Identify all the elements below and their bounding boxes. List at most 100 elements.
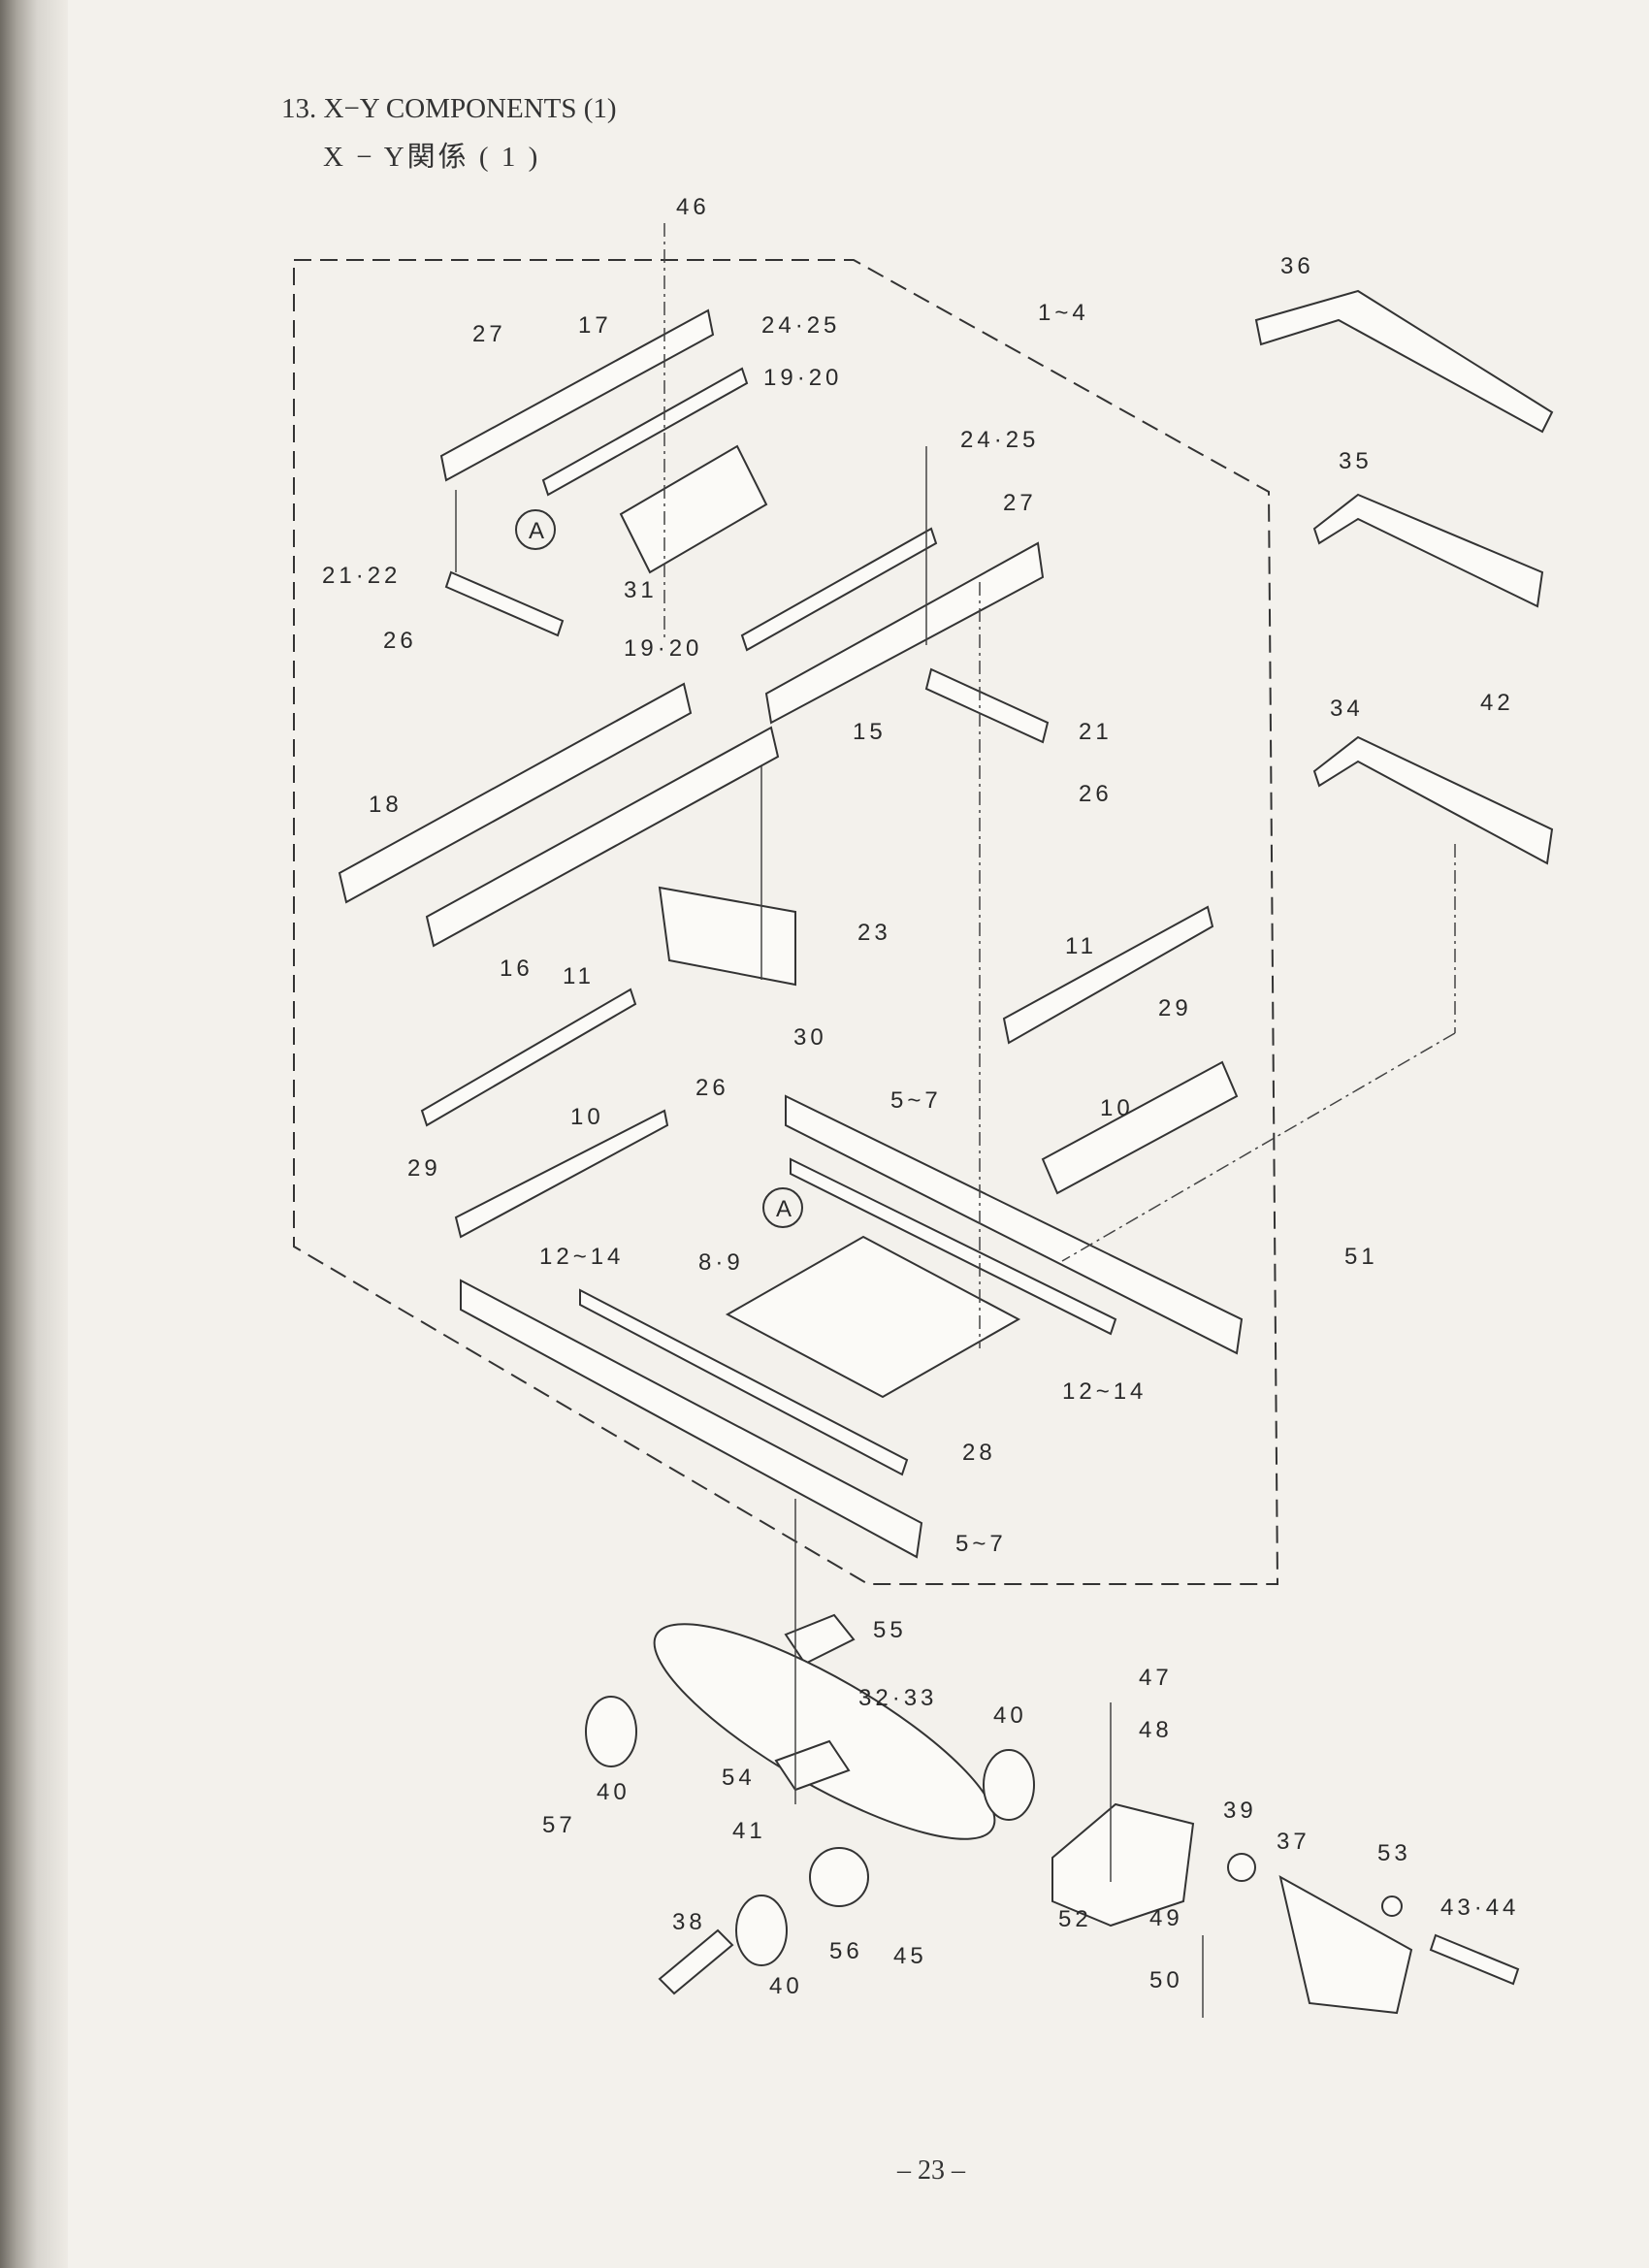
rail-16: [425, 726, 780, 948]
callout: 27: [1003, 490, 1037, 516]
plate-54: [774, 1739, 851, 1792]
detail-marker-a: [515, 509, 556, 550]
page-number: – 23 –: [897, 2155, 965, 2186]
carriage-8-9: [725, 1235, 1021, 1399]
callout: 39: [1223, 1798, 1257, 1824]
screw-43-44: [1429, 1933, 1520, 1986]
bar-10-right: [1041, 1060, 1239, 1195]
callout: 54: [722, 1765, 756, 1791]
rail-5-7-bottom: [460, 1279, 923, 1559]
callout: 49: [1149, 1905, 1183, 1931]
pulley-40-left: [585, 1696, 637, 1767]
callout: 30: [793, 1024, 827, 1051]
rack-19-20: [541, 367, 749, 497]
bracket-34: [1312, 735, 1554, 865]
callout: 21·22: [322, 563, 401, 589]
detail-marker-a: [762, 1187, 803, 1228]
callout: 50: [1149, 1967, 1183, 1993]
pulley-40-bottom: [735, 1895, 788, 1966]
callout: 31: [624, 577, 658, 603]
callout: 16: [500, 956, 534, 982]
callout: 42: [1480, 690, 1514, 716]
section-subtitle-japanese: X − Y関係 ( 1 ): [323, 142, 541, 173]
callout: A: [529, 518, 544, 544]
callout: 48: [1139, 1717, 1173, 1743]
callout: 55: [873, 1617, 907, 1643]
callout: 29: [407, 1155, 441, 1182]
bracket-52: [1051, 1802, 1195, 1928]
washer-53: [1381, 1895, 1403, 1917]
callout: 24·25: [761, 312, 840, 339]
callout: 40: [993, 1702, 1027, 1729]
callout: 53: [1377, 1840, 1411, 1866]
callout: 15: [853, 719, 887, 745]
callout: 1~4: [1038, 300, 1089, 326]
block-31: [619, 444, 768, 574]
callout: 45: [893, 1943, 927, 1969]
shaft-38: [658, 1928, 734, 1995]
callout: 18: [369, 792, 403, 818]
callout: 17: [578, 312, 612, 339]
callout: 24·25: [960, 427, 1039, 453]
callout: 12~14: [539, 1244, 624, 1270]
callout: 23: [857, 920, 891, 946]
callout: 35: [1339, 448, 1373, 474]
rail-18: [338, 682, 693, 904]
pulley-40-mid: [983, 1749, 1035, 1821]
callout: 5~7: [890, 1087, 942, 1114]
callout: 5~7: [955, 1531, 1007, 1557]
bracket-23: [658, 886, 796, 987]
callout: 47: [1139, 1665, 1173, 1691]
rail-17: [439, 308, 715, 482]
callout: 27: [472, 321, 506, 347]
callout: 41: [732, 1818, 766, 1844]
callout: 46: [676, 194, 710, 220]
bracket-35: [1312, 493, 1544, 608]
callout: 32·33: [858, 1685, 937, 1711]
nut-39: [1227, 1853, 1256, 1882]
bracket-21-22: [444, 570, 565, 637]
rack-12-14-right: [790, 1157, 1117, 1336]
bracket-21: [924, 667, 1050, 744]
callout: 56: [829, 1938, 863, 1964]
rack-12-14-left: [579, 1288, 909, 1476]
rack-19-20-b: [740, 527, 938, 652]
callout-labels: 46 27 17 24·25 19·20 1~4 36 24·25 27 A 3…: [322, 194, 1519, 1999]
callout: 38: [672, 1909, 706, 1935]
callout: A: [776, 1196, 792, 1222]
callout: 19·20: [624, 635, 702, 662]
callout: 57: [542, 1812, 576, 1838]
bar-11-right: [1002, 905, 1214, 1045]
callout: 11: [563, 963, 595, 989]
callout: 10: [1100, 1095, 1134, 1121]
section-title: 13. X−Y COMPONENTS (1): [281, 93, 617, 124]
assembly-boundary-dashed: [293, 259, 1279, 1585]
leader-lines: [455, 223, 1456, 2018]
callout: 37: [1277, 1829, 1310, 1855]
callout: 19·20: [763, 365, 842, 391]
callout: 40: [769, 1973, 803, 1999]
callout: 26: [695, 1075, 729, 1101]
callout: 51: [1344, 1244, 1378, 1270]
callout: 26: [383, 628, 417, 654]
callout: 29: [1158, 995, 1192, 1021]
callout: 52: [1058, 1906, 1092, 1932]
callout: 26: [1079, 781, 1113, 807]
callout: 34: [1330, 696, 1364, 722]
bar-11-left: [420, 988, 637, 1127]
callout: 36: [1280, 253, 1314, 279]
callout: 21: [1079, 719, 1113, 745]
parts: [338, 289, 1554, 2015]
bracket-36: [1254, 289, 1554, 434]
callout: 10: [570, 1104, 604, 1130]
bar-10-left: [454, 1109, 669, 1239]
book-binding-edge: [0, 0, 68, 2268]
callout: 43·44: [1440, 1895, 1519, 1921]
callout: 12~14: [1062, 1378, 1147, 1405]
callout: 40: [597, 1779, 630, 1805]
plate-55: [784, 1613, 856, 1666]
rail-15: [764, 541, 1045, 725]
callout: 8·9: [698, 1249, 744, 1276]
gear-56: [809, 1847, 869, 1907]
